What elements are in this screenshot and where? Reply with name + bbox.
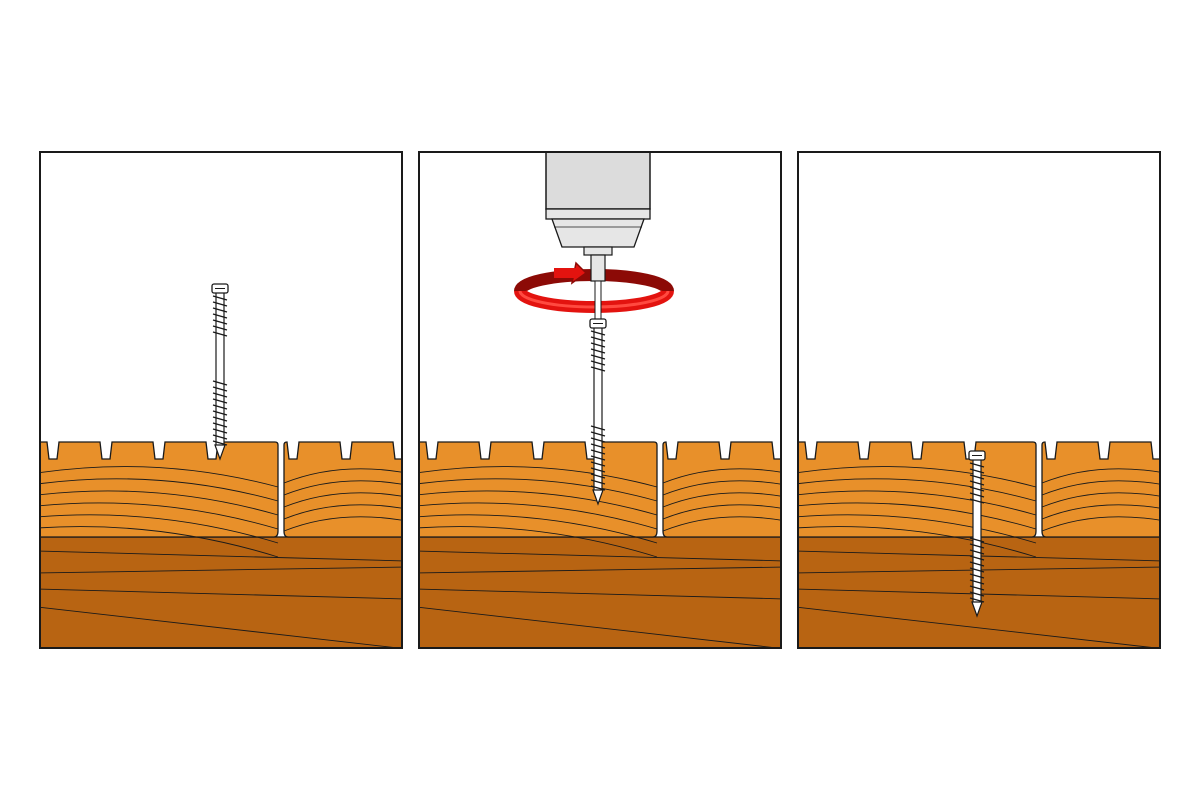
step-3-panel: [797, 151, 1161, 649]
joist: [418, 536, 782, 649]
step-2-panel: [418, 151, 782, 649]
decking-board: [39, 441, 403, 538]
drill-icon: [545, 151, 651, 322]
joist: [39, 536, 403, 649]
step-1-panel: [39, 151, 403, 649]
screw-icon: [968, 450, 986, 618]
screw-icon: [589, 318, 607, 506]
screw-icon: [211, 283, 229, 461]
